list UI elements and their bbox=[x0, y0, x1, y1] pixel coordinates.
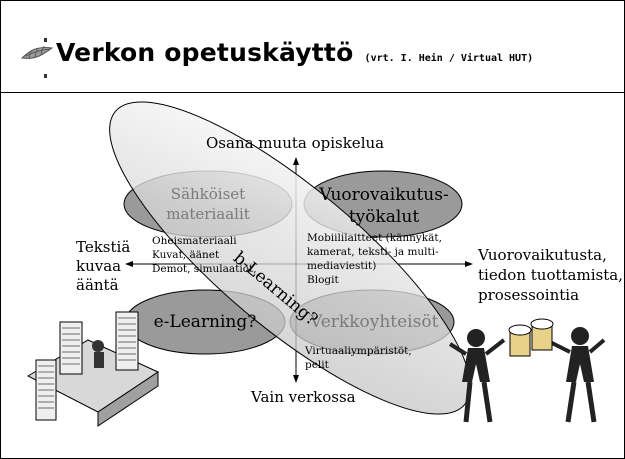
leaf-bullet-icon bbox=[20, 38, 54, 78]
slide-title-row: Verkon opetuskäyttö (vrt. I. Hein / Virt… bbox=[56, 38, 533, 67]
list-item: kamerat, teksti- ja multi- bbox=[307, 246, 439, 258]
list-left: Oheismateriaali Kuvat, äänet Demot, simu… bbox=[152, 234, 257, 276]
list-item: Kuvat, äänet bbox=[152, 249, 220, 261]
list-item: Mobiililaitteet (kännykät, bbox=[307, 232, 442, 244]
list-item: pelit bbox=[305, 359, 329, 371]
axis-label-right-line: prosessointia bbox=[478, 286, 580, 304]
axis-label-right: Vuorovaikutusta, tiedon tuottamista, pro… bbox=[478, 245, 623, 305]
list-item: Virtuaaliympäristöt, bbox=[305, 345, 412, 357]
axis-label-right-line: tiedon tuottamista, bbox=[478, 266, 623, 284]
axis-label-left-line: kuvaa bbox=[76, 257, 122, 275]
ellipse-label-top-left: Sähköiset materiaalit bbox=[150, 184, 266, 224]
ellipse-diagonal-blearning bbox=[109, 101, 471, 415]
ellipse-label-bottom-left: e-Learning? bbox=[153, 312, 257, 332]
list-item: Blogit bbox=[307, 274, 339, 286]
axis-label-left-line: Tekstiä bbox=[76, 238, 131, 256]
cheering-people-with-beer-icon bbox=[448, 318, 606, 423]
list-item: Oheismateriaali bbox=[152, 235, 237, 247]
ellipse-label-top-right-line: Vuorovaikutus- bbox=[319, 185, 449, 205]
slide-subtitle: (vrt. I. Hein / Virtual HUT) bbox=[364, 53, 534, 64]
slide-title: Verkon opetuskäyttö bbox=[56, 38, 354, 67]
axis-label-right-line: Vuorovaikutusta, bbox=[478, 246, 607, 264]
axis-label-top: Osana muuta opiskelua bbox=[206, 134, 385, 152]
list-item: Demot, simulaatiot, bbox=[152, 263, 257, 275]
ellipse-label-top-left-line: materiaalit bbox=[166, 205, 250, 223]
ellipse-label-top-right-line: työkalut bbox=[348, 207, 420, 227]
stacks-of-papers-person-icon bbox=[26, 311, 160, 427]
list-right: Mobiililaitteet (kännykät, kamerat, teks… bbox=[307, 231, 442, 287]
list-bottom-right: Virtuaaliympäristöt, pelit bbox=[305, 344, 412, 372]
ellipse-label-bottom-right: Verkkoyhteisöt bbox=[310, 312, 439, 332]
axis-label-bottom: Vain verkossa bbox=[251, 388, 356, 406]
ellipse-label-top-left-line: Sähköiset bbox=[170, 185, 246, 203]
axis-label-left: Tekstiä kuvaa ääntä bbox=[76, 238, 130, 295]
list-item: mediaviestit) bbox=[307, 260, 377, 272]
title-divider bbox=[0, 92, 625, 93]
axis-label-left-line: ääntä bbox=[76, 276, 119, 294]
ellipse-label-top-right: Vuorovaikutus- työkalut bbox=[306, 184, 462, 228]
